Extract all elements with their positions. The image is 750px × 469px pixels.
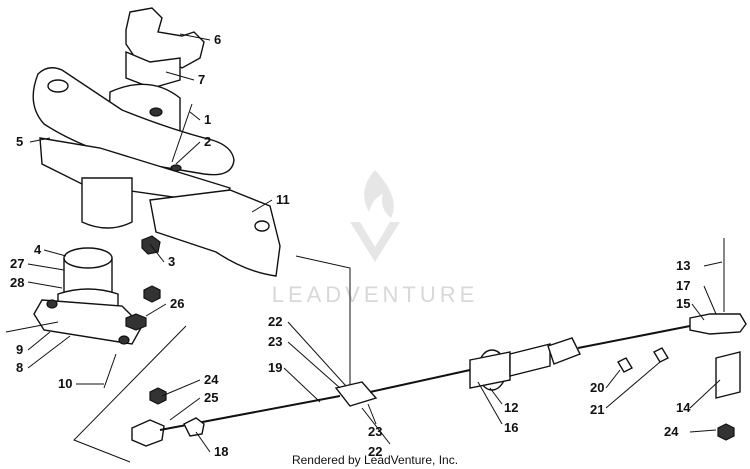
callout-16: 16 xyxy=(504,420,518,435)
callout-18: 18 xyxy=(214,444,228,459)
callout-4: 4 xyxy=(34,242,42,257)
callout-23-lower: 23 xyxy=(368,424,382,439)
callout-20: 20 xyxy=(590,380,604,395)
callout-9: 9 xyxy=(16,342,23,357)
callout-22-lower: 22 xyxy=(368,444,382,459)
callout-15: 15 xyxy=(676,296,690,311)
callout-12: 12 xyxy=(504,400,518,415)
callout-14: 14 xyxy=(676,400,691,415)
callout-19: 19 xyxy=(268,360,282,375)
callout-28: 28 xyxy=(10,275,24,290)
callout-8: 8 xyxy=(16,360,23,375)
callout-7: 7 xyxy=(198,72,205,87)
callout-24-right: 24 xyxy=(664,424,679,439)
callout-17: 17 xyxy=(676,278,690,293)
cable-assembly xyxy=(73,238,747,463)
callout-24-left: 24 xyxy=(204,372,219,387)
watermark-logo-icon xyxy=(350,170,400,262)
callout-21: 21 xyxy=(590,402,604,417)
callout-2: 2 xyxy=(204,134,211,149)
callout-5: 5 xyxy=(16,134,23,149)
callout-labels: 6 7 1 2 5 11 4 3 27 28 26 9 8 10 22 23 1… xyxy=(10,32,691,459)
lower-bushing-assembly xyxy=(5,247,161,389)
callout-23-upper: 23 xyxy=(268,334,282,349)
callout-1: 1 xyxy=(204,112,211,127)
callout-22-upper: 22 xyxy=(268,314,282,329)
callout-25: 25 xyxy=(204,390,218,405)
leader-lines xyxy=(27,33,723,453)
footer-credit: Rendered by LeadVenture, Inc. xyxy=(292,453,458,467)
callout-26: 26 xyxy=(170,296,184,311)
callout-27: 27 xyxy=(10,256,24,271)
callout-13: 13 xyxy=(676,258,690,273)
callout-10: 10 xyxy=(58,376,72,391)
callout-3: 3 xyxy=(168,254,175,269)
steering-post-assembly xyxy=(32,7,281,277)
callout-6: 6 xyxy=(214,32,221,47)
watermark-text: LEADVENTURE xyxy=(272,282,479,307)
callout-11: 11 xyxy=(276,192,290,207)
